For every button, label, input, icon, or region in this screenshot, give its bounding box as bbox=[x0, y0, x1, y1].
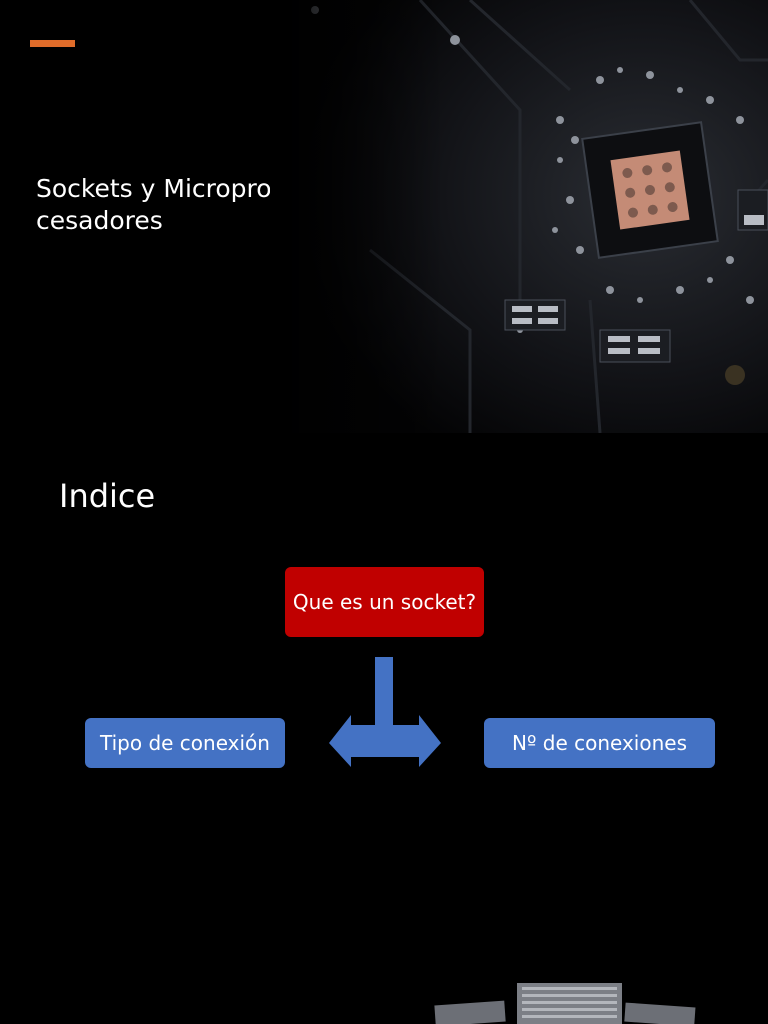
accent-bar bbox=[30, 40, 75, 47]
slide-1: Sockets y Microprocesadores bbox=[0, 0, 768, 433]
diagram-root-node: Que es un socket? bbox=[285, 567, 484, 637]
slide-title: Sockets y Microprocesadores bbox=[36, 174, 272, 235]
processor-image-partial bbox=[434, 983, 696, 1024]
slide-2: Indice Que es un socket? Tipo de conexió… bbox=[0, 433, 768, 1024]
diagram-right-node: Nº de conexiones bbox=[484, 718, 715, 768]
circuit-board-image bbox=[270, 0, 768, 433]
slide-title: Indice bbox=[59, 477, 156, 515]
diagram-left-node: Tipo de conexión bbox=[85, 718, 285, 768]
branch-arrow bbox=[329, 657, 441, 767]
